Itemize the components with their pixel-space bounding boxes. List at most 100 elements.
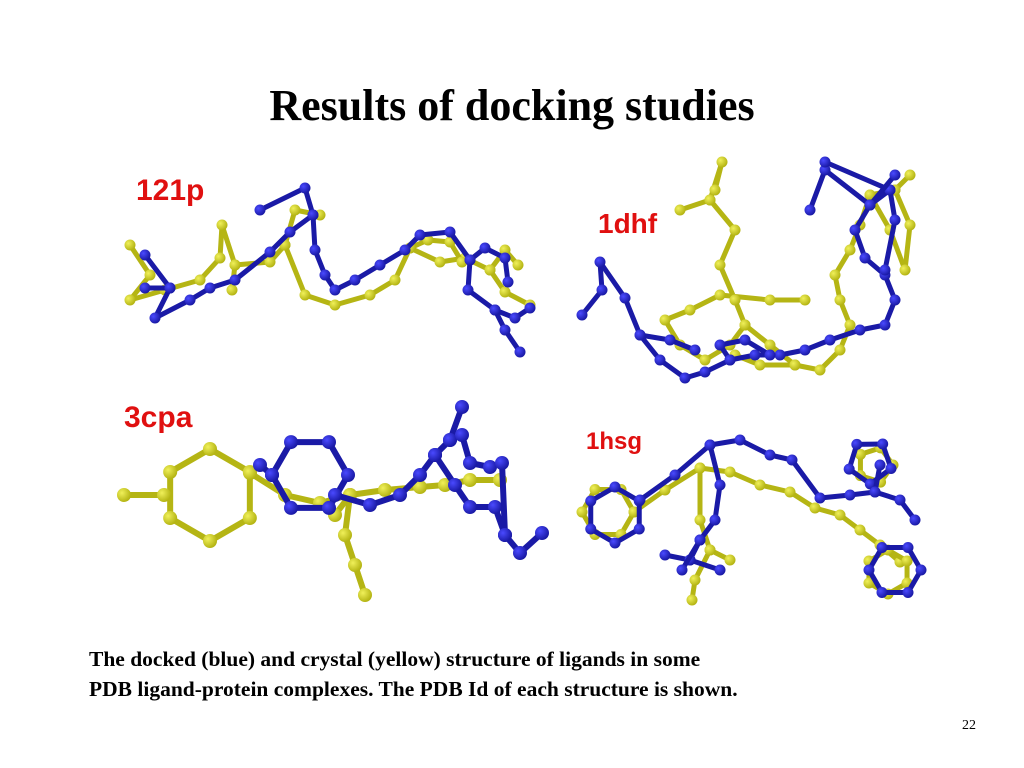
bond: [687, 292, 723, 313]
atom: [284, 226, 296, 238]
docked-chain: [676, 534, 706, 576]
atom: [774, 349, 786, 361]
atom: [819, 156, 831, 168]
docked-chain: [804, 164, 876, 216]
docked-chain: [863, 541, 927, 599]
docked-chain: [869, 459, 886, 498]
atom: [512, 259, 524, 271]
atom: [689, 344, 701, 356]
atom: [854, 448, 866, 460]
atom: [843, 463, 855, 475]
atom: [699, 366, 711, 378]
atom: [349, 274, 361, 286]
atom: [163, 511, 178, 525]
atom: [374, 259, 386, 271]
atom: [659, 549, 671, 561]
atom: [679, 372, 691, 384]
atom: [901, 555, 913, 567]
bond: [310, 212, 318, 253]
atom: [216, 219, 228, 231]
atom: [499, 286, 511, 298]
atom: [194, 274, 206, 286]
bond: [707, 442, 723, 488]
bond: [867, 172, 898, 208]
docked-chain: [843, 438, 897, 490]
bond: [737, 437, 773, 458]
atom: [863, 577, 875, 589]
atom: [764, 449, 776, 461]
atom: [489, 304, 501, 316]
bond: [127, 242, 153, 278]
bond: [167, 515, 213, 544]
caption: The docked (blue) and crystal (yellow) s…: [89, 644, 969, 704]
bond: [219, 222, 238, 268]
atom: [764, 339, 776, 351]
atom: [144, 269, 156, 281]
atom: [378, 483, 392, 497]
bond: [142, 252, 173, 291]
atom: [864, 478, 876, 490]
atom: [455, 428, 469, 442]
atom: [184, 294, 196, 306]
atom: [319, 269, 331, 281]
panel-1hsg: 1hsg: [570, 420, 940, 610]
atom: [704, 194, 716, 206]
atom: [502, 276, 514, 288]
atom: [834, 294, 846, 306]
bond: [332, 292, 373, 308]
atom: [869, 486, 881, 498]
bond: [447, 229, 473, 263]
atom: [686, 594, 698, 606]
atom: [619, 292, 631, 304]
atom: [499, 324, 511, 336]
atom: [413, 480, 427, 494]
atom: [809, 502, 821, 514]
bond: [712, 482, 723, 523]
bond: [822, 159, 893, 193]
atom: [117, 488, 131, 502]
atom: [889, 214, 901, 226]
atom: [714, 479, 726, 491]
atom: [819, 164, 831, 176]
atom: [495, 456, 509, 470]
atom: [585, 523, 597, 535]
docked-chain: [139, 282, 176, 294]
atom: [834, 344, 846, 356]
atom: [609, 481, 621, 493]
atom: [264, 246, 276, 258]
atom: [889, 169, 901, 181]
bond: [465, 287, 498, 313]
bond: [717, 292, 773, 303]
atom: [729, 224, 741, 236]
atom: [322, 500, 336, 515]
atom: [789, 359, 801, 371]
crystal-chain: [704, 156, 728, 206]
atom: [714, 289, 726, 301]
atom: [242, 511, 257, 525]
atom: [499, 252, 511, 264]
docked-chain: [819, 156, 896, 196]
atom: [455, 400, 469, 414]
atom: [824, 334, 836, 346]
atom: [714, 259, 726, 271]
molecule-3cpa: [117, 400, 549, 602]
atom: [704, 439, 716, 451]
atom: [814, 364, 826, 376]
atom: [535, 526, 549, 540]
atom: [764, 294, 776, 306]
atom: [709, 184, 721, 196]
atom: [513, 546, 527, 560]
page-number: 22: [962, 718, 976, 733]
atom: [834, 509, 846, 521]
atom: [348, 558, 362, 572]
atom: [444, 226, 456, 238]
panel-1dhf: 1dhf: [570, 150, 930, 390]
atom: [163, 465, 178, 479]
atom: [585, 495, 597, 507]
atom: [799, 294, 811, 306]
atom: [462, 284, 474, 296]
atom: [428, 448, 442, 462]
atom: [704, 544, 716, 556]
atom: [284, 500, 298, 515]
atom: [443, 433, 457, 447]
